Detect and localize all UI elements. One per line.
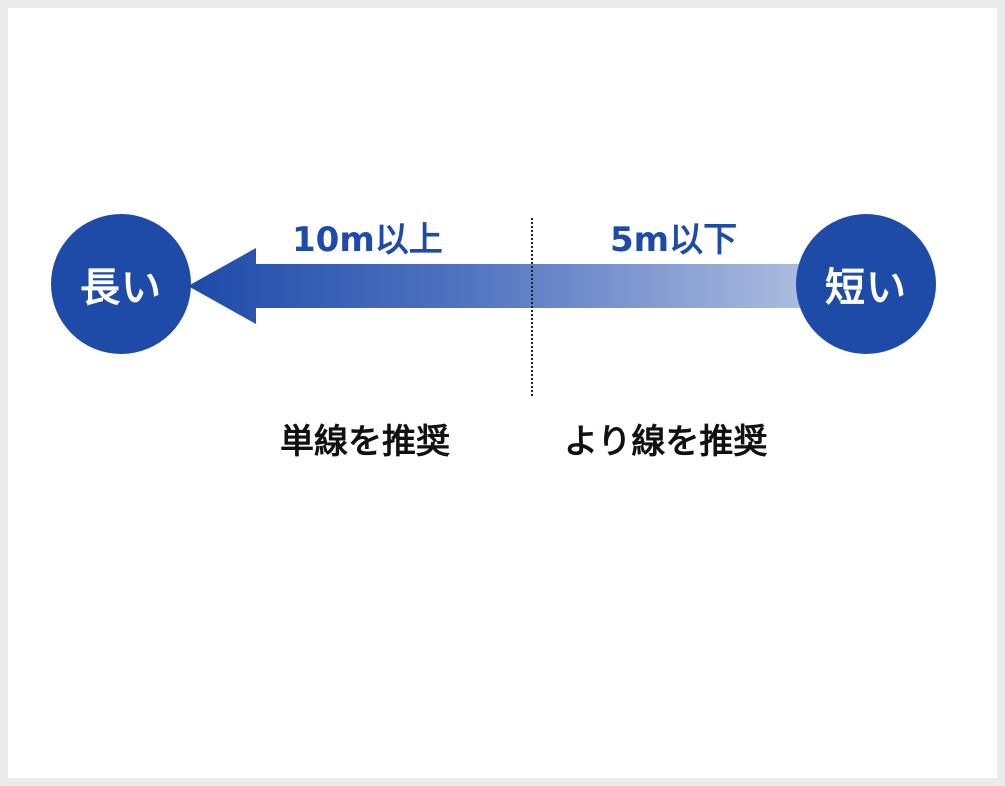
threshold-divider: [531, 218, 533, 396]
length-arrow: [188, 248, 808, 324]
arrow-shape: [188, 248, 808, 324]
short-distance-label: 5m以下: [610, 220, 738, 260]
short-recommendation-label: より線を推奨: [564, 422, 768, 462]
long-distance-label: 10m以上: [292, 220, 443, 260]
long-circle: 長い: [51, 214, 191, 354]
diagram-frame: 長い 10m以上 5m以下 単線を推奨 より線を推奨 短い: [8, 8, 997, 778]
long-recommendation-label: 単線を推奨: [280, 422, 450, 462]
short-circle-label: 短い: [825, 265, 907, 311]
short-circle: 短い: [796, 214, 936, 354]
long-circle-label: 長い: [80, 265, 162, 311]
